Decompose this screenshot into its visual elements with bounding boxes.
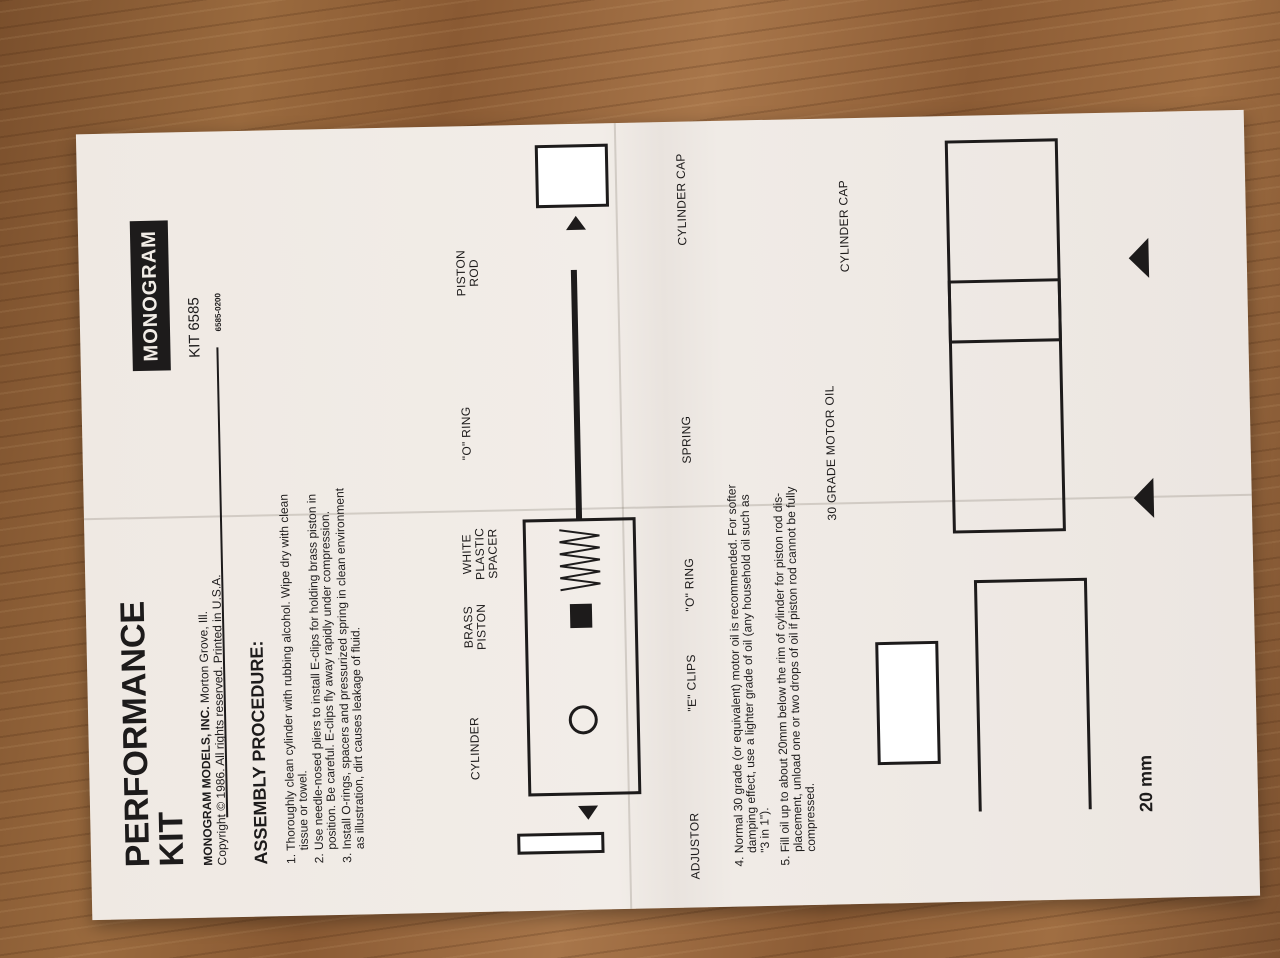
step-num: 5. [778,855,793,866]
step-num: 3. [340,852,355,863]
cylinder-eye [568,705,598,735]
title-line-2: KIT [152,811,192,867]
logo-text: MONOGRAM [137,229,163,362]
filled-cylinder-2 [944,138,1062,344]
step-num: 1. [284,853,299,865]
filled-cylinder-1 [947,278,1066,534]
adjustor-shape [517,831,605,855]
rotated-content: MONOGRAM KIT 6585 6585-0200 PERFORMANCE … [76,110,1260,920]
step-5: 5. Fill oil up to about 20mm below the r… [771,486,819,866]
logo-box: MONOGRAM [129,220,171,372]
label-line: SPACER [485,528,501,579]
oil-diagram [875,138,1155,812]
step-line: compressed. [802,782,819,852]
arrow-right [566,215,587,231]
step-4: 4. Normal 30 grade (or equivalent) motor… [724,484,773,867]
label-motor-oil: 30 GRADE MOTOR OIL [822,385,840,521]
spring-shape [559,529,601,592]
step-line: "3 in 1"). [757,807,773,853]
piston-rod [570,269,583,520]
oil-cylinder [973,577,1092,812]
procedure-heading: ASSEMBLY PROCEDURE: [246,640,272,865]
label-o-ring: "O" RING [458,406,474,461]
cylinder-cap-shape [534,143,610,209]
label-line: ROD [466,258,482,287]
step-line: tissue or towel. [295,770,311,851]
brass-piston-shape [569,603,593,629]
arrow-up-2 [1128,237,1150,278]
step-num: 2. [312,853,327,864]
part-code: 6585-0200 [213,293,224,332]
exploded-diagram [517,143,642,855]
arrow-left [578,805,599,820]
arrow-up-1 [1133,477,1155,518]
step-num: 4. [732,856,747,867]
cylinder-body [522,517,642,797]
step-line: Thoroughly clean cylinder with rubbing a… [276,493,298,851]
instruction-sheet: MONOGRAM KIT 6585 6585-0200 PERFORMANCE … [75,109,1261,921]
label-cylinder: CYLINDER [467,716,483,781]
oil-bottle [875,640,941,766]
kit-number: KIT 6585 [185,297,204,359]
step-3: 3. Install O-rings, spacers and pressuri… [332,488,367,863]
label-line: PISTON [473,603,489,651]
